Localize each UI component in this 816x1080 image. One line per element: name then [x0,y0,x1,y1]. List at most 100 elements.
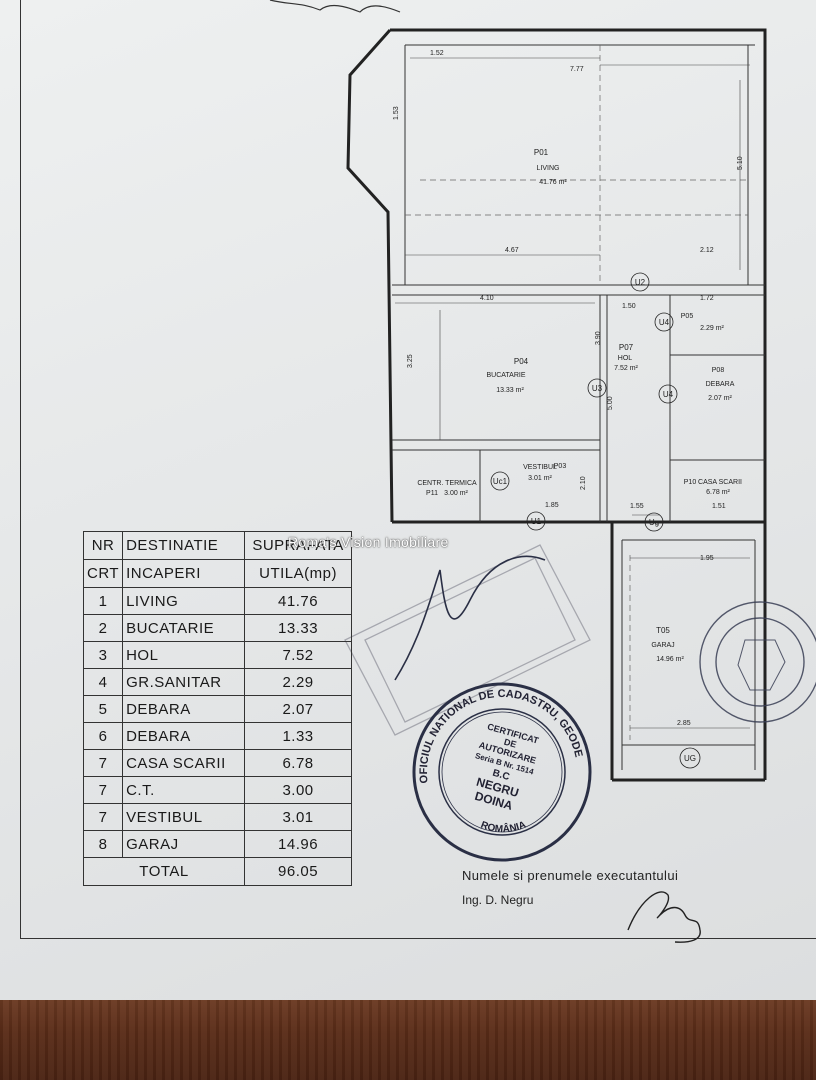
signature-scribble-upper [394,555,546,681]
dimension-labels: 1.52 7.77 4.67 4.10 2.12 1.50 1.72 3.25 … [393,50,744,727]
dimension-label: 1.51 [712,503,726,510]
total-value: 96.05 [244,857,353,886]
room-name: LIVING [537,165,560,172]
table-header-row-1: NR DESTINATIE SUPRAFATA [82,531,353,560]
dimension-label: 1.50 [622,303,636,310]
wooden-table-background [0,1000,816,1080]
room-name: CENTR. TERMICA [417,480,477,487]
room-area: 2.07 m² [708,395,732,402]
handwriting-fragment [269,0,401,13]
dimension-label: 5.00 [607,396,614,410]
row-area: 13.33 [244,614,353,642]
room-code: P07 [619,343,634,352]
room-code: P04 [514,357,529,366]
row-area: 2.29 [244,668,353,696]
stamp-line: B.C [491,768,511,783]
room-area: 7.52 m² [614,365,638,372]
header-crt: CRT [82,559,124,588]
row-name: HOL [122,641,246,669]
marker-label: Uc1 [493,477,508,486]
row-nr: 5 [82,695,124,723]
row-name: CASA SCARII [122,749,246,777]
row-nr: 2 [82,614,124,642]
dimension-label: 7.77 [570,66,584,73]
row-name: GR.SANITAR [122,668,246,696]
header-utila: UTILA(mp) [244,559,353,588]
room-code: P03 [554,463,567,470]
room-labels: P01 LIVING 41.76 m² P04 BUCATARIE 13.33 … [417,148,742,663]
marker-label: Ug [649,518,659,527]
row-nr: 8 [82,830,124,858]
dimension-lines [395,57,750,729]
header-destinatie: DESTINATIE [122,531,246,560]
drawing-frame [20,0,816,939]
room-area: 13.33 m² [496,387,524,394]
dimension-label: 1.52 [430,50,444,57]
marker-circle [644,512,664,532]
room-name: CASA SCARII [698,479,742,486]
room-code: P10 [684,479,697,486]
row-area: 3.00 [244,776,353,804]
marker-circle [679,747,701,769]
row-nr: 6 [82,722,124,750]
row-area: 2.07 [244,695,353,723]
engineer-signature [627,891,701,943]
room-code: P01 [534,148,549,157]
marker-circle [490,471,510,491]
header-nr: NR [82,531,124,560]
room-code: P08 [712,367,725,374]
dimension-label: 2.12 [700,247,714,254]
room-name: DEBARA [706,381,735,388]
watermark: Roma's Vision Imobiliare [288,534,449,550]
row-area: 7.52 [244,641,353,669]
table-total-row: TOTAL 96.05 [82,857,353,886]
room-name: HOL [618,355,633,362]
room-area: 14.96 m² [656,656,684,663]
room-code: P11 [426,490,438,497]
interior-walls [392,44,765,770]
room-code: P05 [681,313,694,320]
room-name: GARAJ [651,642,674,649]
dimension-label: 3.90 [595,331,602,345]
total-label: TOTAL [82,857,246,886]
dimension-label: 4.67 [505,247,519,254]
row-name: DEBARA [122,695,246,723]
marker-label: U3 [592,384,603,393]
marker-circle [587,378,607,398]
room-area: 2.29 m² [700,325,724,332]
marker-circle [630,272,650,292]
room-code: T05 [656,626,670,635]
dimension-label: 5.10 [737,156,744,170]
room-name: VESTIBUL [523,464,557,471]
exterior-walls [346,28,767,782]
marker-circle [526,511,546,531]
row-name: BUCATARIE [122,614,246,642]
row-name: DEBARA [122,722,246,750]
room-area: 3.01 m² [528,475,552,482]
dimension-label: 3.25 [407,354,414,368]
row-area: 1.33 [244,722,353,750]
dimension-label: 1.95 [700,555,714,562]
hidden-lines [405,45,748,740]
marker-label: UG [684,754,696,763]
row-name: C.T. [122,776,246,804]
dimension-label: 1.72 [700,295,714,302]
row-name: VESTIBUL [122,803,246,831]
marker-label: U1 [531,517,542,526]
marker-circle [658,384,678,404]
dimension-label: 1.85 [545,502,559,509]
table-header-row-2: CRT INCAPERI UTILA(mp) [82,559,353,588]
row-area: 14.96 [244,830,353,858]
row-name: LIVING [122,587,246,615]
row-nr: 3 [82,641,124,669]
room-area: 3.00 m² [444,490,468,497]
